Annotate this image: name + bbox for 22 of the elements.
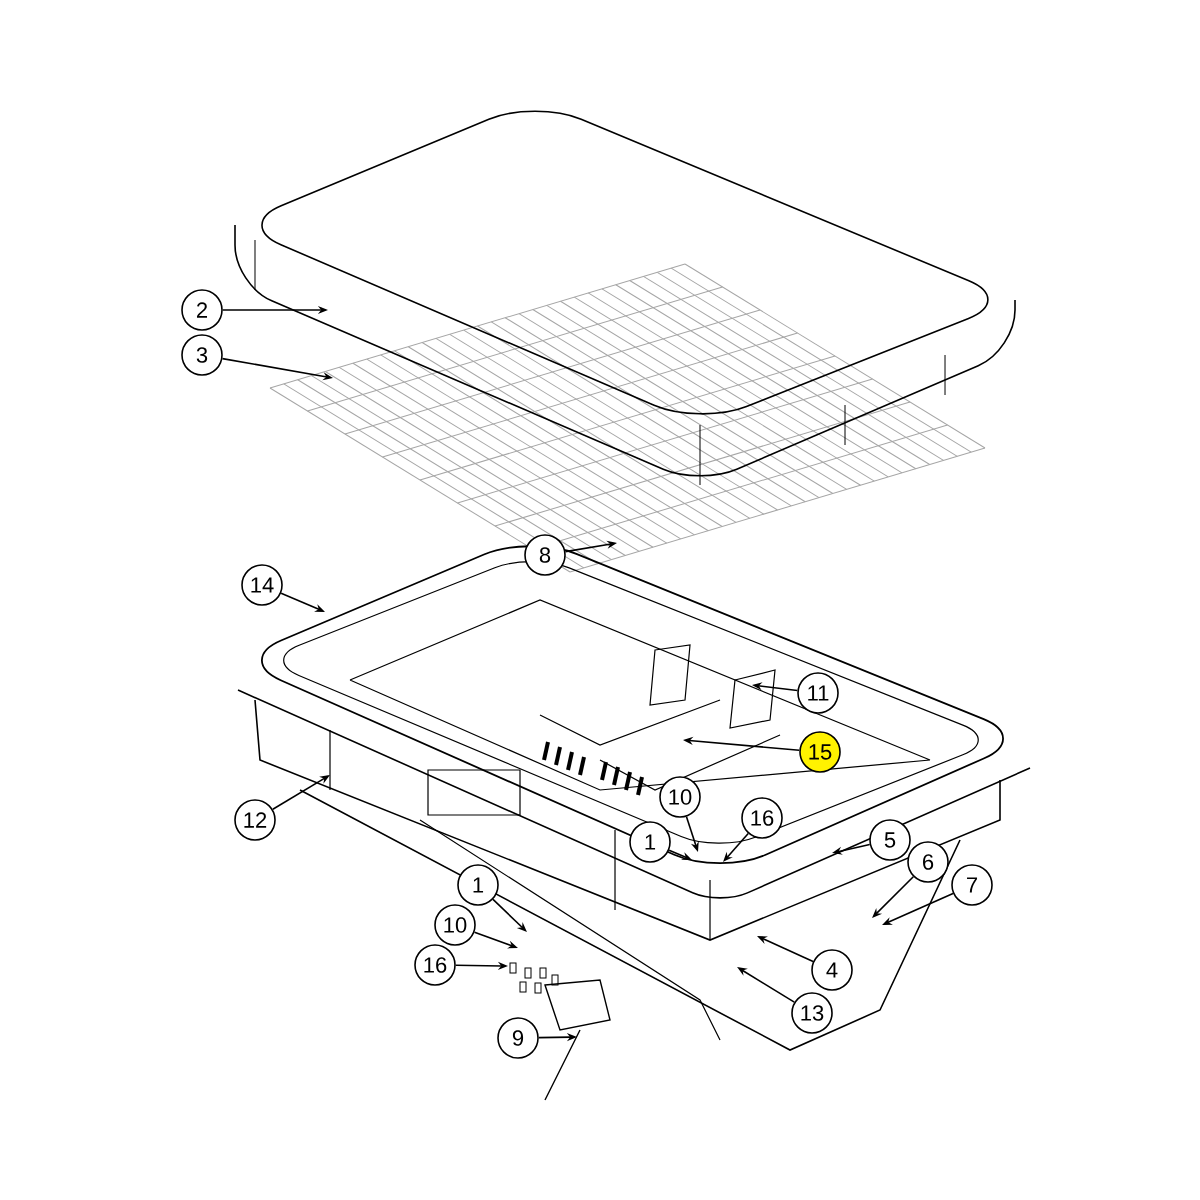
callout-number: 14 — [241, 564, 283, 606]
leader-line — [492, 898, 527, 932]
callout-number: 3 — [181, 334, 223, 376]
callout-number: 2 — [181, 289, 223, 331]
callout-number: 12 — [234, 799, 276, 841]
callout-number: 5 — [869, 819, 911, 861]
callout-number: 10 — [659, 776, 701, 818]
callout-number: 8 — [524, 534, 566, 576]
callout-number: 1 — [457, 864, 499, 906]
callout-number: 6 — [907, 841, 949, 883]
leader-line — [872, 875, 915, 918]
callout-number: 16 — [741, 797, 783, 839]
callout-number: 11 — [797, 672, 839, 714]
callout-number: 9 — [497, 1017, 539, 1059]
callout-number: 16 — [414, 944, 456, 986]
callout-number: 7 — [951, 864, 993, 906]
callout-number: 4 — [811, 949, 853, 991]
callout-number: 13 — [791, 992, 833, 1034]
callout-number: 1 — [629, 821, 671, 863]
leader-line — [723, 832, 749, 862]
callout-number: 10 — [434, 904, 476, 946]
callout-number: 15 — [799, 731, 841, 773]
